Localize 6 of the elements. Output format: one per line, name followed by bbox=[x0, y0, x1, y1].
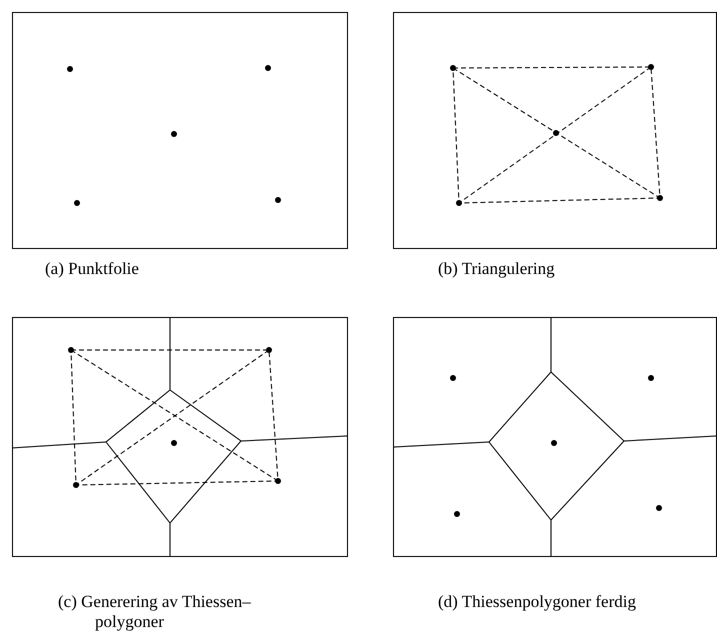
map-panel bbox=[12, 12, 348, 249]
panel-caption: (b) Triangulering bbox=[438, 259, 556, 279]
panel-caption: (d) Thiessenpolygoner ferdig bbox=[438, 592, 637, 612]
panel-caption: (a) Punktfolie bbox=[45, 259, 140, 279]
panel-caption: (c) Generering av Thiessen–polygoner bbox=[58, 592, 252, 632]
map-panel bbox=[393, 12, 717, 249]
